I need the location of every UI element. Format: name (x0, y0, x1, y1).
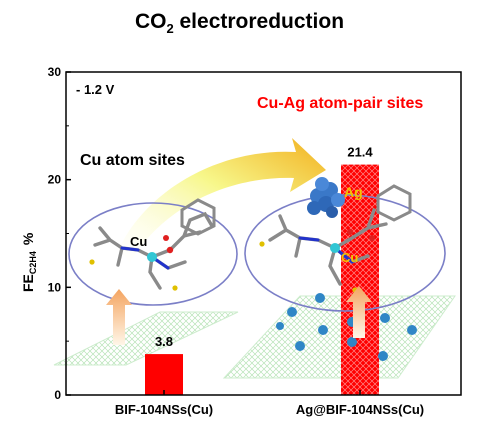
bar-1 (145, 354, 183, 395)
bar-value-label-1: 3.8 (155, 334, 173, 349)
transition-arrow (118, 138, 326, 262)
cu-atom-label-2: Cu (341, 250, 358, 265)
cu-sites-label: Cu atom sites (80, 152, 185, 169)
y-tick-label-3: 30 (48, 65, 62, 79)
bar-value-label-2: 21.4 (347, 145, 373, 160)
title-subscript: 2 (166, 21, 174, 37)
title-main: CO (134, 10, 167, 33)
cu-atom-label: Cu (130, 234, 147, 249)
cu-site-ellipse (68, 202, 238, 306)
y-tick-label-1: 10 (48, 280, 62, 294)
x-category-label-1: BIF-104NSs(Cu) (115, 402, 213, 417)
cu-ag-molecule-icon (259, 177, 412, 293)
bar-2 (341, 164, 379, 395)
ag-atom-label: Ag (344, 184, 363, 200)
up-arrow-left-icon (106, 289, 132, 345)
chart-title: CO2 electroreduction (0, 10, 479, 36)
title-rest: electroreduction (173, 10, 345, 33)
ag-cluster-icon (307, 177, 345, 218)
cu-molecule-icon (89, 198, 216, 291)
y-tick-label-2: 20 (48, 173, 62, 187)
ylabel-sub: C2H4 (28, 251, 38, 274)
ylabel-unit: % (20, 232, 36, 245)
svg-text:FEC2H4%: FEC2H4% (20, 232, 38, 292)
potential-label: - 1.2 V (76, 82, 115, 97)
y-axis-title: FEC2H4% (20, 232, 38, 292)
up-arrow-right-icon (346, 286, 372, 338)
x-category-label-2: Ag@BIF-104NSs(Cu) (296, 402, 424, 417)
y-tick-label-0: 0 (54, 388, 61, 402)
pair-sites-label: Cu-Ag atom-pair sites (257, 95, 423, 112)
sheet-right (222, 295, 456, 379)
ylabel-main: FE (20, 274, 36, 292)
cu-ag-site-ellipse (244, 194, 446, 312)
